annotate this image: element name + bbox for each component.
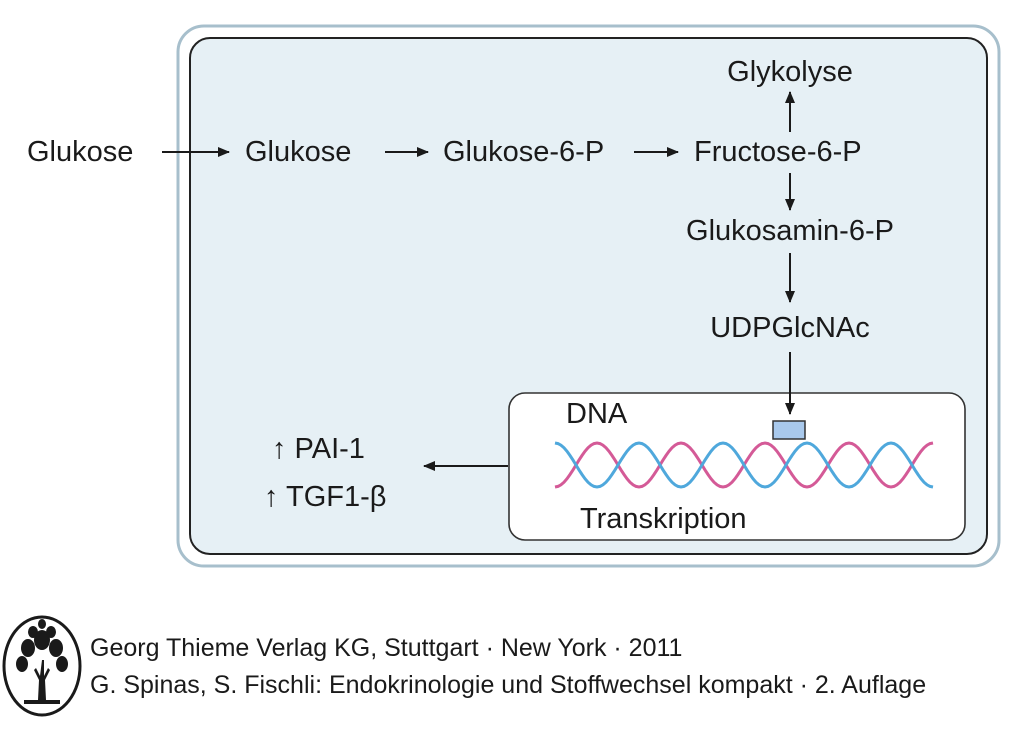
label-dna: DNA	[566, 398, 628, 430]
label-extracellular-glucose: Glukose	[27, 136, 134, 168]
dna-helix	[554, 441, 934, 489]
footer-book-line: G. Spinas, S. Fischli: Endokrinologie un…	[90, 671, 927, 699]
dna-strand-blue	[554, 441, 934, 489]
label-pai-1: ↑ PAI-1	[272, 433, 365, 465]
label-fructose-6-phosphate: Fructose-6-P	[694, 136, 862, 168]
label-transcription: Transkription	[580, 503, 747, 535]
binding-site-box	[772, 420, 806, 440]
thieme-tree-logo	[2, 615, 82, 717]
label-glycolysis: Glykolyse	[727, 56, 853, 88]
label-glucosamine-6-phosphate: Glukosamin-6-P	[686, 215, 894, 247]
nucleus-box	[508, 392, 966, 541]
label-intracellular-glucose: Glukose	[245, 136, 352, 168]
label-glucose-6-phosphate: Glukose-6-P	[443, 136, 605, 168]
label-tgf1-beta: ↑ TGF1-β	[264, 481, 387, 513]
footer-publisher-line: Georg Thieme Verlag KG, Stuttgart · New …	[90, 634, 683, 662]
label-udpglcnac: UDPGlcNAc	[710, 312, 870, 344]
